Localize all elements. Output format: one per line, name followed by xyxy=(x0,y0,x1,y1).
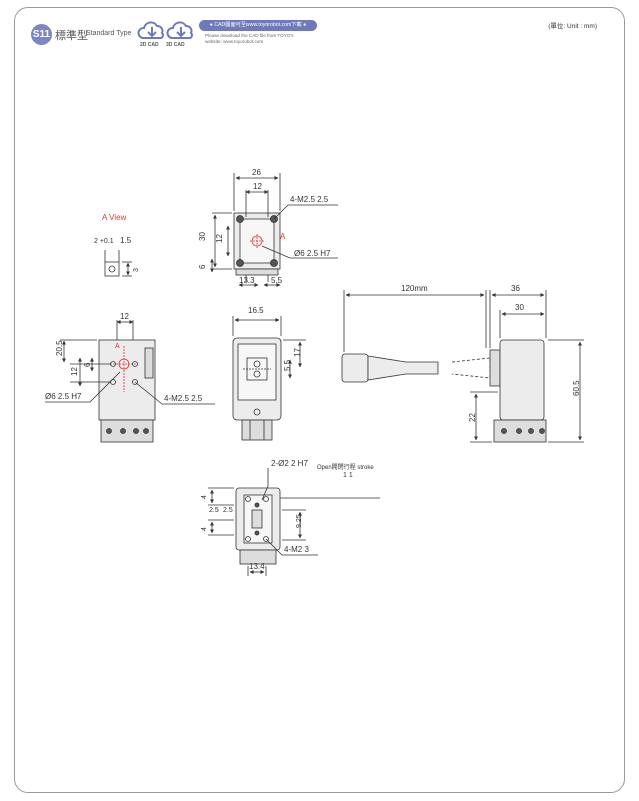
dim-top-screw: 4-M2.5 2.5 xyxy=(290,195,329,204)
bottom-view xyxy=(208,468,380,576)
dim-right-605: 60.5 xyxy=(572,380,581,396)
dim-bot-4b: 4 xyxy=(201,527,208,531)
dim-bot-25a: 2.5 xyxy=(209,507,219,514)
cloud-download-icon[interactable] xyxy=(166,21,193,39)
unit-label: (單位: Unit : mm) xyxy=(548,23,597,30)
dim-bot-4a: 4 xyxy=(201,495,208,499)
dim-front-pin: Ø6 2.5 H7 xyxy=(45,392,82,401)
dim-top-h6: 6 xyxy=(198,264,207,269)
download-note-1: Please download the CAD file from TOYO's xyxy=(205,33,294,38)
dim-right-30: 30 xyxy=(515,303,524,312)
bot-stroke-label: Open開閉行程 stroke xyxy=(317,463,374,471)
dim-top-55: 5.5 xyxy=(271,276,283,285)
right-view xyxy=(341,290,584,443)
dim-top-h30: 30 xyxy=(198,232,207,241)
dim-front-12: 12 xyxy=(120,312,129,321)
dim-side-55: 5.5 xyxy=(283,359,292,371)
dim-front-205: 20.5 xyxy=(55,340,64,356)
side-view xyxy=(232,316,306,441)
dim-top-width: 26 xyxy=(252,168,261,177)
download-pill[interactable]: ● CAD圖面可至www.toyorobot.com下載 ● xyxy=(199,20,317,31)
a-view-tolerance: 2 +0.1 xyxy=(94,238,114,245)
type-title-en: Standard Type xyxy=(86,30,132,37)
front-a-label: A xyxy=(115,343,120,350)
a-view-title: A View xyxy=(102,213,127,222)
dim-bot-134: 13.4 xyxy=(249,562,265,571)
top-view xyxy=(210,173,338,287)
dim-right-22: 22 xyxy=(468,413,477,422)
view-a-arrow-label: A xyxy=(280,232,286,241)
download-note-2: website: www.toyorobot.com xyxy=(205,39,264,44)
a-view-15: 1.5 xyxy=(120,236,132,245)
dim-top-pin: Ø6 2.5 H7 xyxy=(294,249,331,258)
dim-bot-925: 9.25 xyxy=(296,514,303,528)
dim-top-inner: 12 xyxy=(253,182,262,191)
dim-front-screw: 4-M2.5 2.5 xyxy=(164,394,203,403)
a-view xyxy=(104,250,132,277)
dim-bot-pin: 2-Ø2 2 H7 xyxy=(271,459,308,468)
dim-cable-length: 120mm xyxy=(401,284,428,293)
cad-2d-label[interactable]: 2D CAD xyxy=(140,42,159,48)
dim-side-165: 16.5 xyxy=(248,306,264,315)
cloud-download-icon[interactable] xyxy=(137,21,164,39)
dim-side-17: 17 xyxy=(293,348,302,357)
cad-cloud-icons xyxy=(137,21,193,39)
a-view-3: 3 xyxy=(133,268,140,272)
type-title-cn: 標準型 xyxy=(55,30,88,42)
page-frame xyxy=(14,7,625,793)
dim-front-6: 6 xyxy=(83,362,92,367)
dim-right-36: 36 xyxy=(511,284,520,293)
dim-top-h12: 12 xyxy=(215,234,224,243)
bot-stroke-value: 1 1 xyxy=(343,472,353,479)
front-view xyxy=(45,320,215,443)
cad-3d-label[interactable]: 3D CAD xyxy=(166,42,185,48)
dim-front-12v: 12 xyxy=(70,367,79,376)
dim-top-133: 13.3 xyxy=(239,276,255,285)
series-badge: S11 xyxy=(31,24,52,45)
dim-bot-screw: 4-M2 3 xyxy=(284,545,309,554)
dim-bot-25b: 2.5 xyxy=(223,507,233,514)
